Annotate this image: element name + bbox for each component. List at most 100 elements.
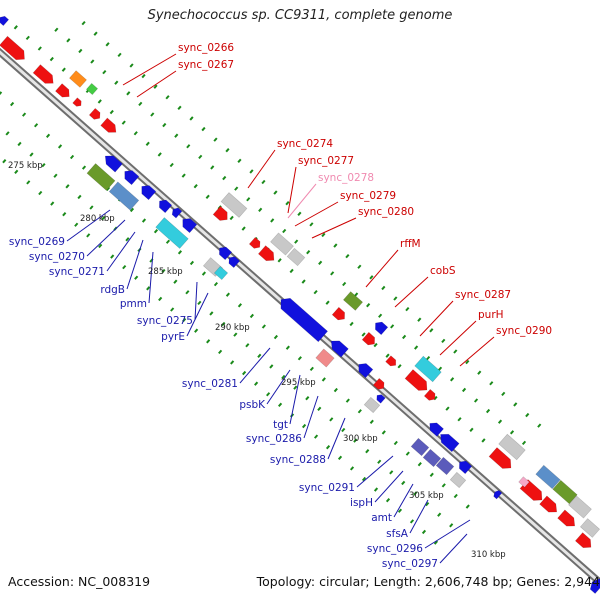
- tick-mark: [213, 281, 219, 287]
- gene-feature: [331, 306, 345, 321]
- gene-feature: [220, 192, 248, 218]
- gene-feature: [385, 355, 397, 367]
- tick-mark: [366, 303, 371, 308]
- gene-arrow: [182, 218, 198, 234]
- tick-mark: [301, 279, 306, 284]
- tick-mark: [185, 290, 190, 295]
- tick-mark: [365, 449, 370, 454]
- leader-line: [294, 201, 339, 227]
- tick-mark: [89, 205, 94, 210]
- gene-arrow: [257, 245, 275, 262]
- gene-arrow: [574, 532, 592, 549]
- tick-mark: [441, 338, 446, 344]
- tick-mark: [81, 20, 86, 26]
- tick-mark: [393, 440, 398, 446]
- gene-feature: [376, 394, 386, 404]
- tick-mark: [449, 523, 454, 528]
- tick-mark: [230, 360, 235, 365]
- gene-arrow: [280, 297, 329, 343]
- tick-mark: [425, 501, 430, 507]
- tick-mark: [105, 42, 110, 47]
- tick-mark: [78, 48, 83, 54]
- gene-arrow: [86, 163, 116, 191]
- tick-mark: [65, 184, 70, 189]
- tick-mark: [389, 470, 394, 475]
- tick-mark: [429, 328, 434, 333]
- tick-mark: [205, 194, 210, 199]
- gene-feature: [86, 163, 116, 191]
- tick-mark: [241, 226, 246, 231]
- tick-mark: [318, 260, 323, 265]
- tick-mark: [74, 222, 79, 227]
- gene-arrow: [286, 247, 306, 267]
- tick-mark: [229, 215, 234, 221]
- tick-mark: [2, 159, 7, 164]
- tick-mark: [465, 359, 470, 365]
- tick-mark: [313, 434, 319, 439]
- tick-mark: [405, 451, 410, 456]
- gene-arrow: [212, 205, 228, 221]
- gene-feature: [459, 460, 473, 475]
- gene-arrow: [220, 192, 248, 218]
- leader-line: [424, 519, 471, 549]
- gene-label-reverse: amt: [371, 512, 392, 524]
- tick-mark: [22, 112, 27, 117]
- tick-mark: [237, 158, 242, 163]
- leader-line: [66, 209, 111, 242]
- tick-mark: [301, 423, 307, 429]
- leader-line: [266, 369, 291, 405]
- tick-mark: [525, 412, 530, 418]
- tick-mark: [385, 353, 390, 358]
- gene-arrow: [331, 306, 345, 321]
- tick-mark: [413, 491, 418, 496]
- gene-label-forward: sync_0274: [277, 138, 333, 150]
- gene-label-forward: sync_0266: [178, 42, 234, 54]
- tick-mark: [237, 303, 242, 308]
- gene-arrow: [498, 433, 526, 461]
- tick-mark: [201, 271, 207, 276]
- gene-feature: [212, 205, 228, 221]
- gene-feature: [182, 218, 198, 234]
- tick-mark: [521, 440, 527, 446]
- gene-arrow: [372, 377, 385, 390]
- tick-mark: [109, 109, 114, 115]
- tick-mark: [134, 275, 139, 280]
- gene-arrow: [568, 495, 592, 519]
- gene-arrow: [385, 355, 397, 367]
- tick-mark: [481, 438, 486, 443]
- leader-line: [194, 281, 198, 321]
- tick-mark: [497, 419, 503, 424]
- gene-arrow: [414, 355, 442, 383]
- tick-mark: [306, 250, 311, 255]
- tick-mark: [141, 218, 147, 223]
- gene-arrow: [375, 321, 389, 336]
- tick-mark: [53, 173, 58, 178]
- gene-feature: [449, 471, 467, 489]
- leader-line: [439, 320, 477, 356]
- gene-feature: [257, 245, 275, 262]
- tick-mark: [369, 419, 374, 424]
- leader-line: [303, 395, 319, 439]
- gene-feature: [410, 437, 430, 457]
- tick-mark: [13, 25, 18, 30]
- gene-arrow: [435, 456, 455, 476]
- gene-feature: [219, 246, 233, 261]
- tick-mark: [222, 175, 227, 181]
- tick-mark: [321, 232, 326, 238]
- tick-mark: [445, 406, 450, 411]
- tick-mark: [357, 409, 362, 414]
- tick-mark: [97, 99, 102, 104]
- gene-arrow: [363, 396, 381, 414]
- scale-label: 310 kbp: [471, 550, 506, 560]
- scale-label: 295 kbp: [281, 378, 316, 388]
- gene-label-forward: sync_0280: [358, 206, 414, 218]
- tick-mark: [102, 69, 107, 75]
- tick-mark: [381, 430, 386, 435]
- tick-mark: [381, 285, 386, 291]
- tick-mark: [101, 215, 106, 221]
- gene-features: [0, 15, 600, 594]
- tick-mark: [98, 243, 103, 249]
- tick-mark: [133, 131, 138, 136]
- gene-feature: [372, 377, 385, 390]
